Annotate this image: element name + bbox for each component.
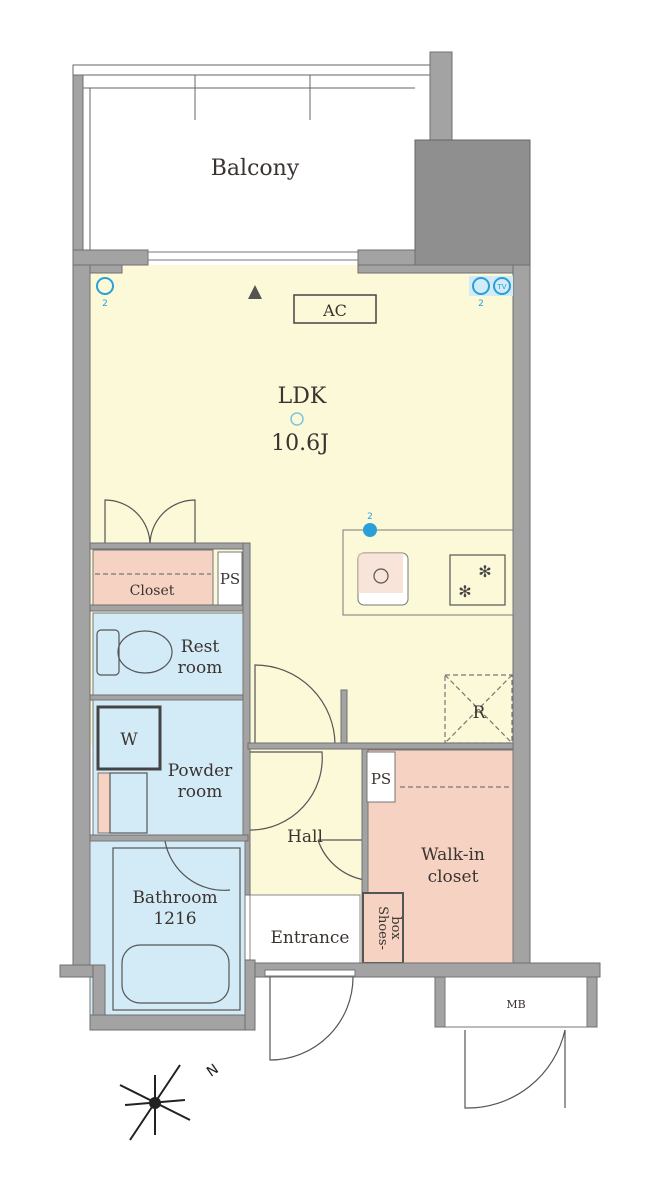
svg-text:✻: ✻ bbox=[458, 584, 471, 601]
svg-text:✻: ✻ bbox=[478, 564, 491, 581]
outlet-tv-icon: TV 2 bbox=[469, 276, 513, 309]
sink-vanity bbox=[109, 772, 148, 834]
closet-room bbox=[92, 549, 214, 606]
ldk-size: 10.6J bbox=[271, 431, 329, 456]
washer-space bbox=[96, 705, 162, 771]
restroom bbox=[92, 612, 244, 696]
triangle-marker-icon bbox=[248, 285, 262, 299]
balcony: Balcony bbox=[72, 51, 531, 266]
fridge-label: R bbox=[473, 703, 487, 723]
right-wall bbox=[512, 264, 531, 966]
stove-icon bbox=[449, 554, 506, 606]
left-wall bbox=[72, 249, 91, 966]
hall-label: Hall bbox=[287, 827, 323, 847]
ps-label-2: PS bbox=[371, 770, 391, 788]
pipe-space-2 bbox=[366, 751, 396, 803]
kitchen-outlet-icon: 2 bbox=[363, 512, 377, 537]
walkin-label: Walk-in bbox=[421, 845, 485, 865]
powder-label-2: room bbox=[178, 782, 223, 802]
bathroom-door[interactable] bbox=[164, 840, 231, 891]
bathroom-size: 1216 bbox=[153, 909, 196, 929]
entrance-door[interactable] bbox=[269, 976, 354, 1061]
mb-door[interactable] bbox=[464, 1029, 566, 1109]
restroom-label: Rest bbox=[181, 637, 220, 657]
outlet-icon: 2 bbox=[96, 277, 114, 309]
ac-label: AC bbox=[322, 301, 347, 320]
meter-box bbox=[444, 976, 588, 1028]
ldk-door[interactable] bbox=[254, 664, 336, 746]
toilet-tank-icon bbox=[96, 629, 120, 676]
closet-label: Closet bbox=[130, 583, 175, 599]
walkin-label-2: closet bbox=[428, 867, 479, 887]
svg-text:TV: TV bbox=[496, 283, 506, 291]
balcony-post bbox=[429, 51, 453, 143]
compass-icon bbox=[119, 1064, 191, 1141]
powder-room-door[interactable] bbox=[249, 751, 323, 831]
ac-unit bbox=[293, 294, 377, 324]
balcony-railing bbox=[72, 64, 434, 76]
washer-label: W bbox=[120, 730, 138, 750]
svg-text:2: 2 bbox=[102, 299, 108, 309]
bathroom bbox=[89, 840, 246, 1017]
entrance-label: Entrance bbox=[271, 928, 350, 948]
powder-label: Powder bbox=[168, 761, 233, 781]
ps-label: PS bbox=[220, 570, 240, 588]
shoes-box-label-2: box bbox=[388, 916, 403, 940]
bathtub-icon bbox=[121, 944, 230, 1004]
light-icon bbox=[290, 412, 304, 426]
mb-label: MB bbox=[506, 998, 525, 1011]
shoes-box-label: Shoes- bbox=[375, 906, 390, 950]
restroom-label-2: room bbox=[178, 658, 223, 678]
balcony-side-wall bbox=[72, 74, 84, 256]
toilet-icon bbox=[117, 630, 173, 674]
balcony-window[interactable] bbox=[147, 251, 359, 261]
compass-north-label: N bbox=[204, 1061, 222, 1080]
closet-door[interactable] bbox=[104, 499, 151, 546]
svg-text:2: 2 bbox=[478, 299, 484, 309]
walkin-door[interactable] bbox=[317, 839, 366, 881]
balcony-label: Balcony bbox=[211, 156, 300, 181]
hall-room bbox=[248, 745, 365, 895]
bathroom-label: Bathroom bbox=[132, 888, 217, 908]
shoes-box bbox=[362, 892, 404, 964]
structural-column bbox=[414, 139, 531, 266]
closet-door[interactable] bbox=[149, 499, 196, 546]
ldk-label: LDK bbox=[278, 384, 327, 409]
svg-text:2: 2 bbox=[367, 512, 373, 522]
